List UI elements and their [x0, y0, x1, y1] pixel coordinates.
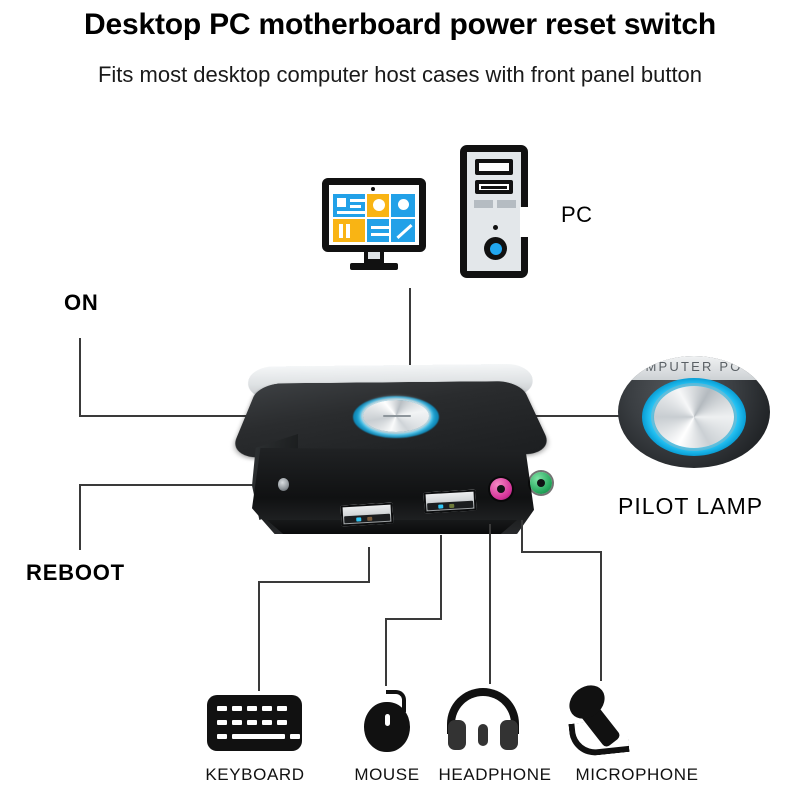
callout-label-reboot: REBOOT [26, 560, 125, 585]
leader-line-keyboard-v2 [258, 581, 260, 691]
pc-tower-icon [460, 145, 528, 278]
device-label-keyboard: KEYBOARD [205, 765, 305, 784]
headphone-jack-icon[interactable] [530, 472, 552, 494]
monitor-screen [333, 194, 415, 242]
pilot-lamp-button-icon [654, 386, 734, 448]
power-reset-switch-device [228, 352, 555, 567]
page-subtitle: Fits most desktop computer host cases wi… [97, 62, 703, 87]
leader-line-reboot-vertical [79, 484, 81, 550]
leader-line-mouse-v1 [440, 535, 442, 619]
device-label-microphone: MICROPHONE [575, 765, 699, 784]
leader-line-mouse-v2 [385, 618, 387, 686]
reboot-pinhole-icon[interactable] [278, 478, 289, 491]
callout-label-pilot-lamp: PILOT LAMP [618, 493, 764, 519]
leader-line-pc [409, 288, 411, 372]
leader-line-keyboard-v1 [368, 547, 370, 582]
device-label-mouse: MOUSE [354, 765, 420, 784]
leader-line-on-horizontal [79, 415, 286, 417]
usb-port-icon[interactable] [423, 489, 477, 514]
microphone-jack-icon[interactable] [490, 478, 512, 500]
monitor-icon [322, 178, 426, 274]
leader-line-microphone-h [521, 551, 601, 553]
leader-line-mouse-h [385, 618, 442, 620]
microphone-icon [562, 678, 638, 758]
lamp-engraved-text: MPUTER PO [645, 359, 743, 374]
usb-port-icon[interactable] [340, 502, 394, 527]
leader-line-headphone [489, 524, 491, 684]
leader-line-on-vertical [79, 338, 81, 416]
leader-line-microphone-v1 [521, 520, 523, 552]
pilot-lamp-closeup: MPUTER PO [616, 352, 772, 470]
tower-power-button-icon [484, 237, 507, 260]
leader-line-keyboard-h [258, 581, 370, 583]
leader-line-reboot-horizontal [79, 484, 283, 486]
headphone-icon [447, 688, 519, 750]
device-label-headphone: HEADPHONE [438, 765, 552, 784]
callout-label-pc: PC [561, 202, 593, 227]
page-title: Desktop PC motherboard power reset switc… [84, 8, 716, 41]
callout-label-on: ON [64, 290, 99, 315]
keyboard-icon [207, 695, 302, 751]
leader-line-microphone-v2 [600, 551, 602, 681]
mouse-icon [364, 690, 410, 752]
